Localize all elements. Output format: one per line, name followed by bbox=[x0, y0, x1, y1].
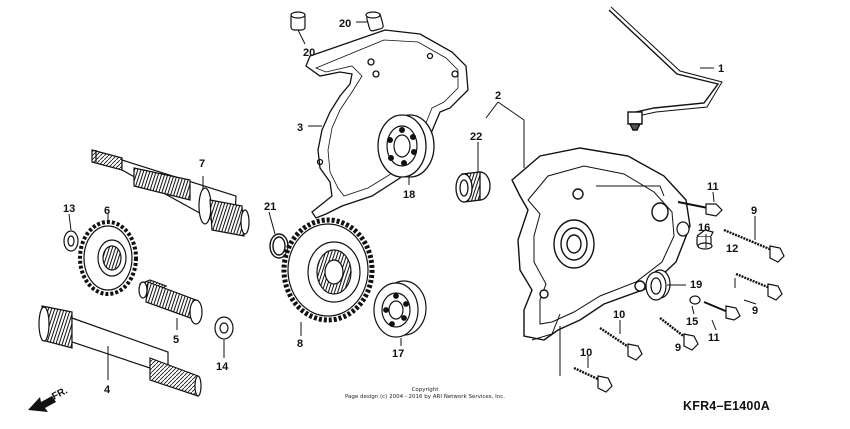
main-shaft-4 bbox=[38, 305, 202, 397]
circlip-21 bbox=[269, 233, 289, 259]
copyright-text: Page design (c) 2004 - 2016 by ARI Netwo… bbox=[344, 394, 506, 400]
callout-22: 22 bbox=[470, 131, 482, 143]
callout-12: 12 bbox=[726, 243, 738, 255]
callout-3: 3 bbox=[297, 122, 303, 134]
callout-1: 1 bbox=[718, 63, 724, 75]
countershaft-5 bbox=[138, 279, 203, 325]
callout-20-left: 20 bbox=[303, 47, 315, 59]
direction-label: FR. bbox=[50, 385, 70, 402]
callout-20-right: 20 bbox=[339, 18, 351, 30]
part-callouts: 1 2 3 4 5 6 7 8 9 9 9 10 10 11 11 12 13 … bbox=[50, 18, 758, 403]
drain-bolt bbox=[676, 221, 714, 250]
dowel-pins bbox=[290, 11, 384, 32]
breather-pipe bbox=[608, 6, 723, 131]
callout-7: 7 bbox=[199, 158, 205, 170]
callout-9-right: 9 bbox=[752, 305, 758, 317]
needle-bearing-22 bbox=[455, 171, 491, 203]
washer-13 bbox=[63, 230, 79, 252]
gear-6 bbox=[78, 220, 138, 296]
transmission-cover bbox=[511, 147, 691, 341]
gasket bbox=[305, 29, 469, 219]
callout-8: 8 bbox=[297, 338, 303, 350]
callout-19: 19 bbox=[690, 279, 702, 291]
washer-14 bbox=[214, 316, 234, 340]
bearing-17 bbox=[373, 280, 427, 338]
front-direction-arrow bbox=[28, 396, 56, 412]
callout-14: 14 bbox=[216, 361, 229, 373]
callout-11-top: 11 bbox=[707, 181, 719, 193]
callout-17: 17 bbox=[392, 348, 404, 360]
diagram-code: KFR4–E1400A bbox=[683, 399, 770, 413]
callout-13: 13 bbox=[63, 203, 75, 215]
copyright-notice: Copyright Page design (c) 2004 - 2016 by… bbox=[320, 387, 530, 401]
bearing-18 bbox=[377, 114, 435, 178]
callout-11-bottom: 11 bbox=[708, 332, 720, 344]
leader-lines bbox=[68, 21, 757, 380]
callout-6: 6 bbox=[104, 205, 110, 217]
callout-2: 2 bbox=[495, 90, 501, 102]
callout-5: 5 bbox=[173, 334, 179, 346]
callout-15: 15 bbox=[686, 316, 698, 328]
callout-18: 18 bbox=[403, 189, 415, 201]
callout-9-top: 9 bbox=[751, 205, 757, 217]
callout-9-bottom: 9 bbox=[675, 342, 681, 354]
drive-shaft bbox=[91, 149, 250, 237]
callout-4: 4 bbox=[104, 384, 111, 396]
oil-seal bbox=[645, 269, 701, 305]
callout-10-lower: 10 bbox=[580, 347, 592, 359]
callout-10-upper: 10 bbox=[613, 309, 625, 321]
callout-16: 16 bbox=[698, 222, 710, 234]
copyright-title: Copyright bbox=[411, 387, 439, 393]
callout-21: 21 bbox=[264, 201, 276, 213]
gear-8 bbox=[281, 217, 375, 323]
